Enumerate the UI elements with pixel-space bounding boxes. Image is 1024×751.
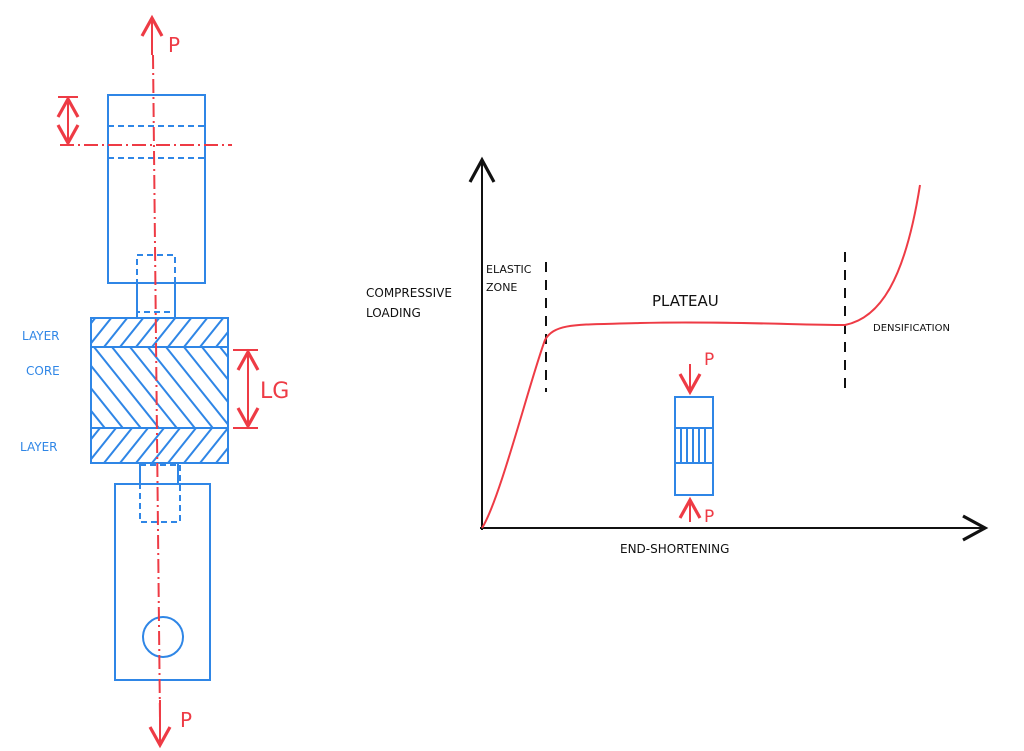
inset-load-label-bottom: P — [704, 507, 714, 527]
hatch-line — [183, 318, 208, 347]
hatch-line — [248, 428, 276, 463]
core-label: CORE — [26, 364, 60, 378]
hatch-line — [56, 428, 84, 463]
plateau-label: PLATEAU — [652, 292, 719, 310]
hatch-line — [167, 318, 192, 347]
hatch-line — [280, 428, 308, 463]
hatch-line — [147, 347, 214, 428]
bottom-layer-hatch — [56, 428, 324, 463]
hatch-line — [201, 347, 228, 382]
hatch-line — [264, 428, 292, 463]
hatch-line — [103, 318, 128, 347]
hatch-line — [296, 318, 319, 347]
top-grip — [107, 94, 206, 284]
hatch-line — [91, 364, 142, 428]
hatch-line — [183, 428, 213, 463]
hatch-line — [215, 330, 228, 347]
hatch-line — [91, 386, 124, 428]
gauge-length-label: LG — [260, 379, 289, 404]
core-hatch — [91, 347, 357, 428]
gauge-ticks — [233, 349, 258, 429]
bottom-grip — [114, 483, 211, 681]
hatch-line — [264, 318, 287, 347]
hatch-line — [111, 347, 178, 428]
load-label-top: P — [168, 33, 180, 57]
hatch-line — [199, 318, 224, 347]
top-layer-hatch — [91, 318, 319, 347]
y-axis-label-2: LOADING — [366, 306, 421, 320]
hatch-line — [232, 318, 255, 347]
bottom-neck — [139, 463, 179, 484]
hatch-line — [199, 428, 228, 463]
elastic-zone-label-1: ELASTIC — [486, 263, 532, 276]
hatch-line — [129, 347, 196, 428]
hatch-line — [248, 318, 271, 347]
hatch-line — [91, 409, 106, 428]
inset-load-label-top: P — [704, 350, 714, 370]
center-line — [152, 54, 161, 721]
specimen-fixture — [56, 14, 357, 749]
layer-top-label: LAYER — [22, 329, 60, 343]
densification-label: DENSIFICATION — [873, 323, 950, 334]
layer-boundaries — [91, 346, 228, 429]
hatch-line — [91, 428, 117, 461]
hatch-line — [183, 347, 228, 404]
load-label-bottom: P — [180, 708, 192, 732]
x-axis-label: END-SHORTENING — [620, 542, 729, 556]
inset-specimen — [674, 396, 714, 496]
y-axis-label-1: COMPRESSIVE — [366, 286, 452, 300]
layer-bottom-label: LAYER — [20, 440, 58, 454]
inset-core — [675, 427, 713, 464]
pin-hole — [142, 616, 184, 658]
hatch-line — [135, 428, 165, 463]
load-curve — [481, 184, 921, 529]
hatch-line — [93, 347, 160, 428]
hatch-line — [103, 428, 133, 463]
elastic-zone-label-2: ZONE — [486, 281, 517, 294]
hatch-line — [215, 446, 228, 463]
hatch-line — [292, 347, 357, 428]
hatch-line — [165, 347, 228, 427]
grip-band-dashed — [108, 125, 205, 159]
bottom-pin-hidden — [139, 464, 181, 523]
top-neck — [136, 283, 176, 318]
hatch-line — [151, 318, 176, 347]
hatch-line — [91, 318, 96, 325]
load-curve-graph — [468, 156, 989, 542]
sandwich-specimen — [90, 317, 229, 464]
hatch-line — [91, 428, 101, 441]
hatch-line — [119, 428, 149, 463]
hatch-line — [167, 428, 197, 463]
hatch-line — [232, 428, 260, 463]
hatch-line — [119, 318, 144, 347]
hatch-line — [280, 318, 303, 347]
hatch-line — [91, 318, 112, 345]
hatch-line — [296, 428, 324, 463]
